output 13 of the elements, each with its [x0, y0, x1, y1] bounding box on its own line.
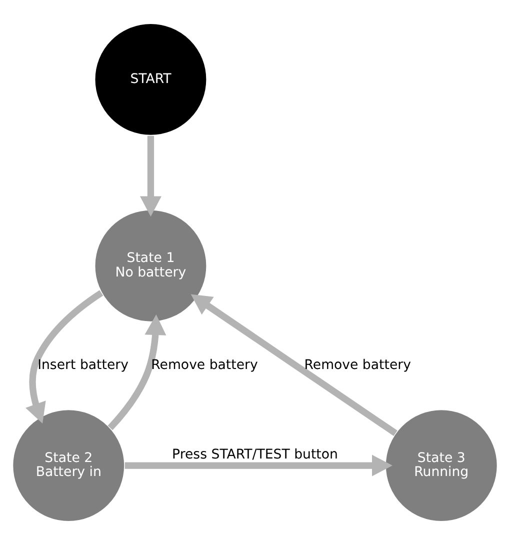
arrow — [124, 454, 392, 476]
edge-label: Remove battery — [151, 358, 258, 373]
arrow — [140, 135, 162, 216]
edge-label: Insert battery — [38, 358, 128, 373]
node-circle: START — [94, 22, 208, 136]
arrow — [26, 290, 104, 424]
edge-label: Press START/TEST button — [172, 446, 338, 462]
arrow — [108, 314, 166, 430]
node-circle: State 1 No battery — [94, 208, 208, 322]
node-circle: State 3 Running — [384, 408, 498, 522]
node-circle: State 2 Battery in — [12, 408, 126, 522]
edge-label: Remove battery — [304, 358, 411, 373]
arrow — [190, 294, 398, 436]
